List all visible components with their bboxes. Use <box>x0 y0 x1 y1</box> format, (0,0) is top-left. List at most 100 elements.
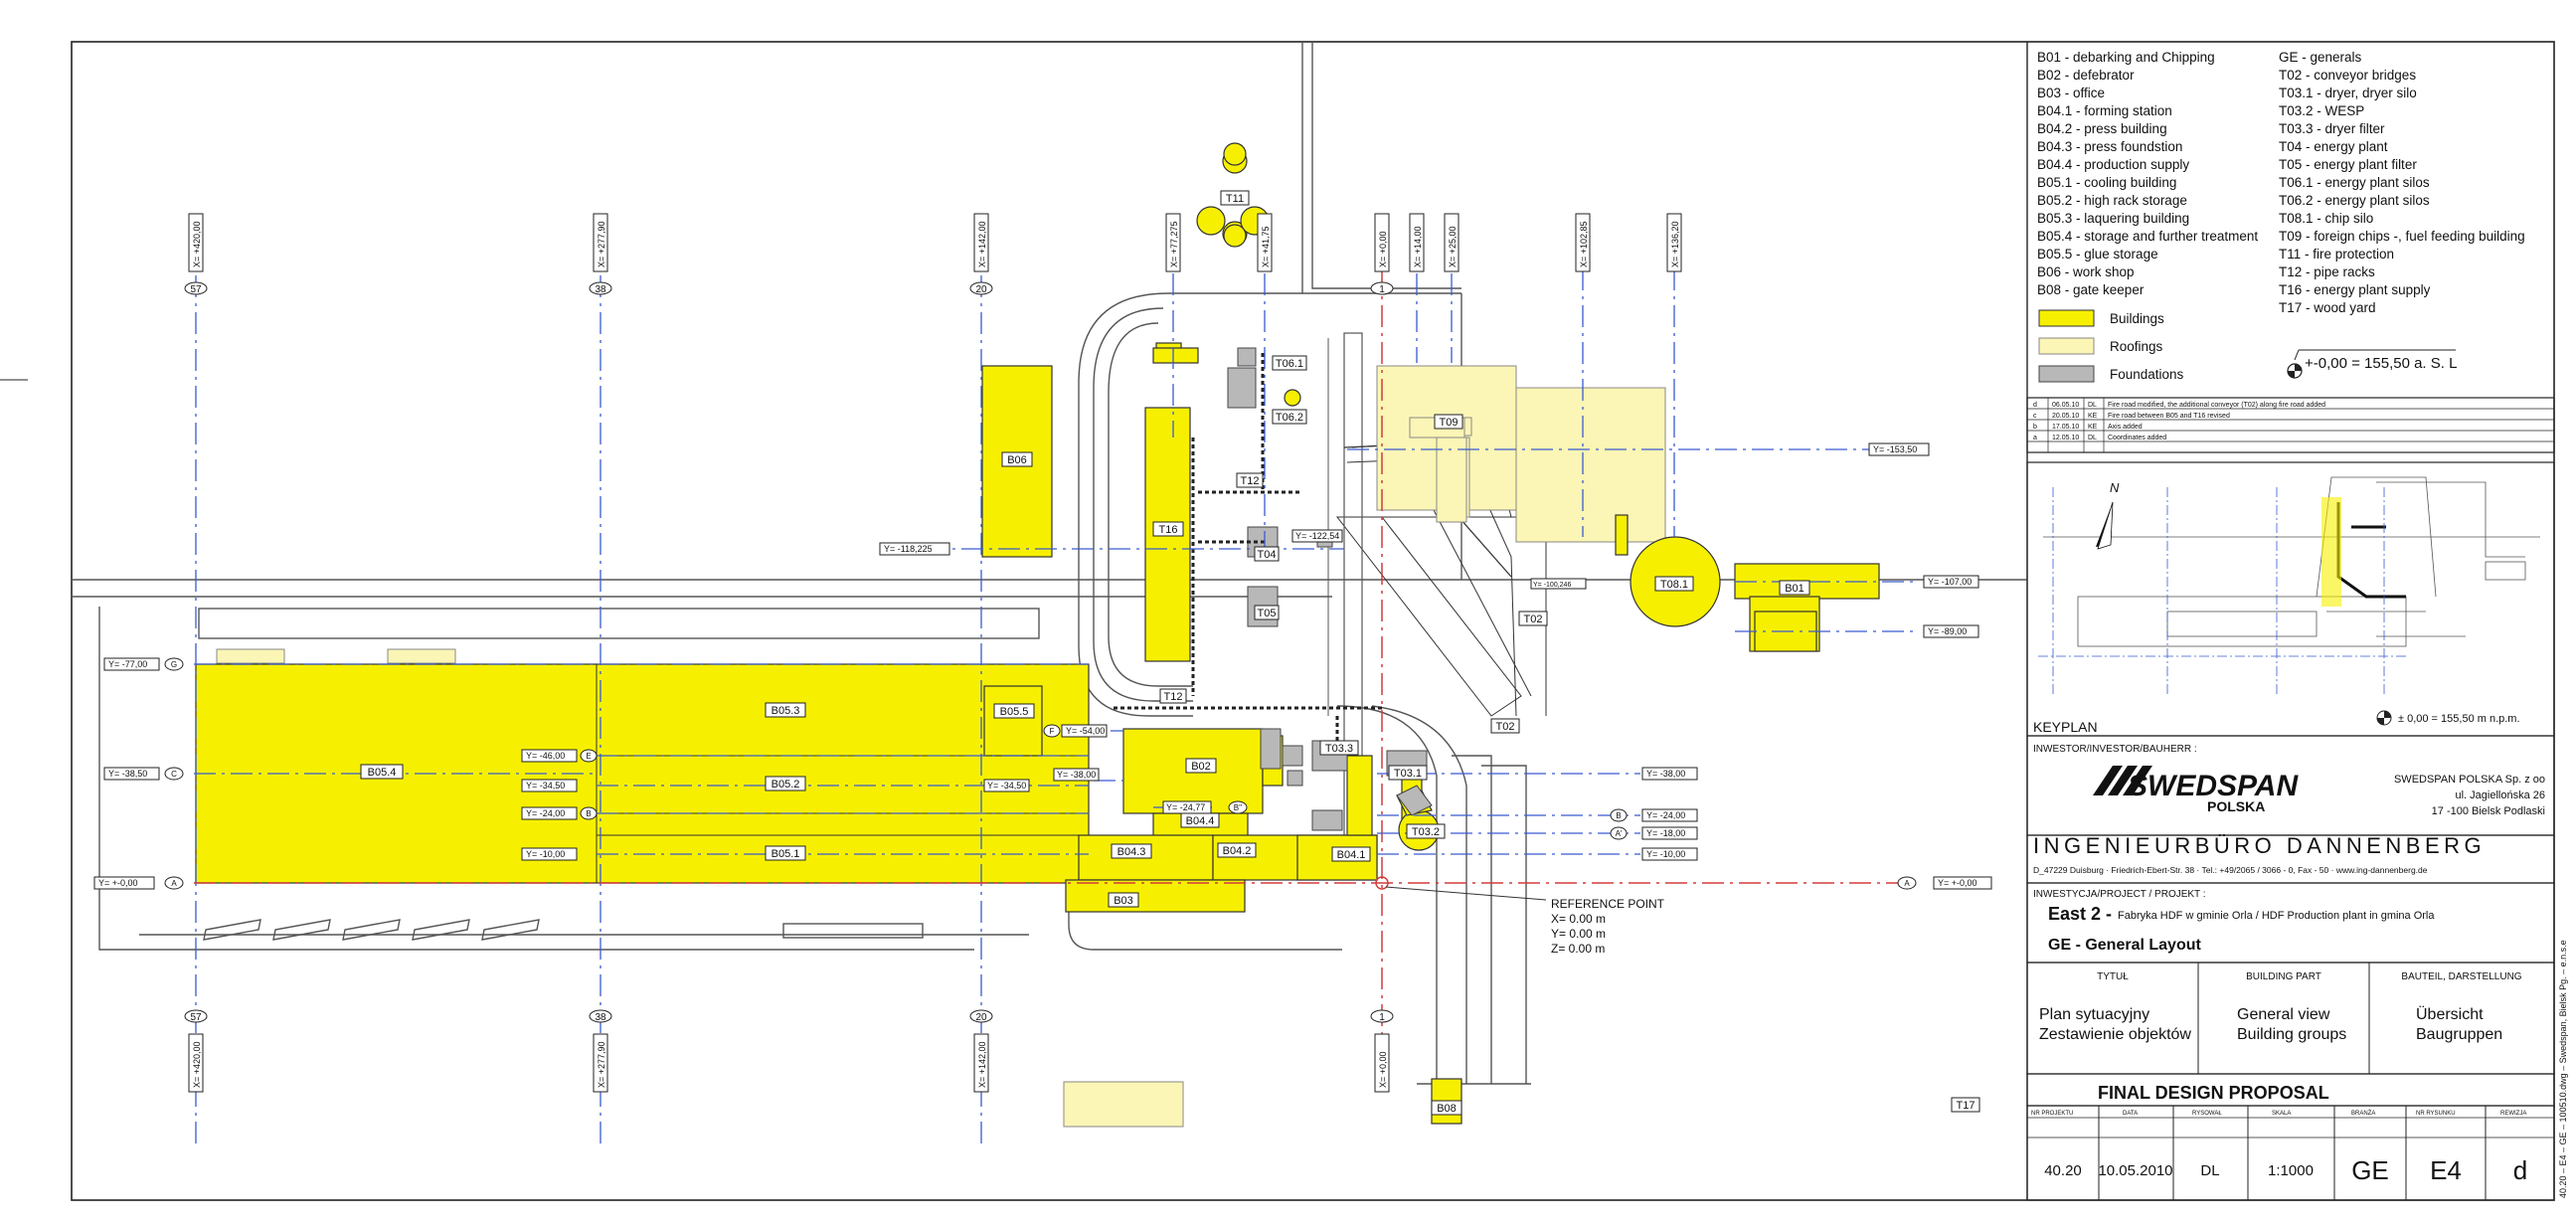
project-desc: Fabryka HDF w gminie Orla / HDF Producti… <box>2118 910 2435 922</box>
rev-text: Axis added <box>2108 424 2143 431</box>
reference-z: Z= 0.00 m <box>1551 942 1605 956</box>
tag-t02-bottom: T02 <box>1496 721 1515 733</box>
drawing-filename: 40.20 – E4 – GE – 100510.dwg – Swedspan,… <box>2558 940 2568 1198</box>
building-b05-4 <box>195 663 1090 884</box>
coord-top-x102: X= +102,85 <box>1579 221 1589 267</box>
legend-item: B06 - work shop <box>2037 264 2135 279</box>
coord-right-10: Y= -10,00 <box>1646 849 1685 859</box>
legend-item: B05.3 - laquering building <box>2037 211 2189 226</box>
coord-right-18: Y= -18,00 <box>1646 828 1685 838</box>
building-tags: B05.3 B05.4 B05.2 B05.1 B05.5 B06 T16 B0… <box>360 190 1980 1116</box>
field-revision: d <box>2513 1155 2527 1185</box>
legend-item: B05.4 - storage and further treatment <box>2037 229 2258 244</box>
field-header: BRANŻA <box>2351 1110 2375 1117</box>
rev-date: 06.05.10 <box>2052 402 2079 409</box>
coord-y89: Y= -89,00 <box>1928 626 1967 636</box>
tag-b06: B06 <box>1007 454 1027 466</box>
tag-b05-5: B05.5 <box>1000 706 1029 718</box>
legend-item: B02 - defebrator <box>2037 68 2135 83</box>
legend-item: B01 - debarking and Chipping <box>2037 50 2215 65</box>
swatch-foundations <box>2038 365 2095 383</box>
axis-bottom-1: 1 <box>1379 1012 1385 1023</box>
legend-item: B03 - office <box>2037 86 2105 100</box>
tag-t05: T05 <box>1258 608 1277 619</box>
axis-top-20: 20 <box>975 284 987 295</box>
tag-b03: B03 <box>1114 895 1133 907</box>
sheet-title: GE - General Layout <box>2048 937 2201 954</box>
field-header: SKALA <box>2272 1111 2291 1117</box>
reference-title: REFERENCE POINT <box>1551 897 1665 911</box>
axis-bubbles: 57 38 20 1 57 38 20 1 X= +420,00 X= +277… <box>93 213 1992 1093</box>
tag-b05-1: B05.1 <box>772 848 800 860</box>
rev-by: DL <box>2088 402 2097 409</box>
titles-block: TYTUŁ BUILDING PART BAUTEIL, DARSTELLUNG… <box>2026 962 2555 1075</box>
legend-item: T03.1 - dryer, dryer silo <box>2279 86 2417 100</box>
tag-t06-2: T06.2 <box>1276 412 1303 424</box>
coord-y38c: Y= -38,00 <box>1057 770 1096 780</box>
field-header: REWIZJA <box>2500 1111 2526 1117</box>
tag-t02-top: T02 <box>1524 614 1543 625</box>
legend-item: B04.4 - production supply <box>2037 157 2189 172</box>
legend-item: T03.3 - dryer filter <box>2279 121 2385 136</box>
axis-mid-b: B <box>586 809 591 818</box>
axis-left-c: C <box>171 770 177 779</box>
legend-item: T12 - pipe racks <box>2279 264 2375 279</box>
coord-top-x136: X= +136,20 <box>1670 221 1680 267</box>
title-de-1: Übersicht <box>2416 1005 2484 1023</box>
legend-item: T05 - energy plant filter <box>2279 157 2417 172</box>
investor-block: INWESTOR/INVESTOR/BAUHERR : SWEDSPAN POL… <box>2026 735 2555 964</box>
rev-date: 20.05.10 <box>2052 413 2079 420</box>
legend-item: B05.2 - high rack storage <box>2037 193 2187 208</box>
coord-y54: Y= -54,00 <box>1066 726 1105 736</box>
legend-item: T03.2 - WESP <box>2279 103 2364 118</box>
field-discipline: GE <box>2351 1155 2389 1185</box>
coord-top-x14: X= +14,00 <box>1413 226 1423 267</box>
north-arrow: N <box>2096 480 2120 550</box>
legend-item: T06.2 - energy plant silos <box>2279 193 2430 208</box>
axis-right-a-prime: A' <box>1616 829 1623 838</box>
rev-letter: a <box>2033 435 2037 441</box>
title-en-1: General view <box>2237 1006 2330 1023</box>
legend-item: B04.1 - forming station <box>2037 103 2172 118</box>
coord-left-g: Y= -77,00 <box>108 659 147 669</box>
axis-right-a: A <box>1904 879 1910 888</box>
axis-top-57: 57 <box>190 284 202 295</box>
investor-logo-sub: POLSKA <box>2207 798 2265 814</box>
tag-t16: T16 <box>1159 524 1178 536</box>
tag-b05-2: B05.2 <box>772 779 800 790</box>
titles-header-de: BAUTEIL, DARSTELLUNG <box>2401 971 2521 982</box>
coord-top-x77: X= +77,275 <box>1169 221 1179 267</box>
coord-bottom-57: X= +420,00 <box>192 1041 202 1088</box>
coord-y153: Y= -153,50 <box>1873 444 1917 454</box>
legend-item: T17 - wood yard <box>2279 300 2376 315</box>
coord-left-c: Y= -38,50 <box>108 769 147 779</box>
coord-left-a: Y= +-0,00 <box>98 878 138 888</box>
rev-letter: b <box>2033 424 2037 431</box>
legend-item: B04.3 - press foundstion <box>2037 139 2182 154</box>
investor-logo: SWEDSPAN <box>2128 770 2299 802</box>
rev-by: KE <box>2088 413 2098 420</box>
misc-equipment <box>1196 142 1467 523</box>
rev-text: Fire road between B05 and T16 revised <box>2108 413 2230 420</box>
investor-address: 17 -100 Bielsk Podlaski <box>2432 805 2545 817</box>
reference-x: X= 0.00 m <box>1551 912 1606 926</box>
tag-t08-1: T08.1 <box>1660 579 1688 591</box>
swatch-label-foundations: Foundations <box>2110 367 2184 382</box>
field-header: RYSOWAŁ <box>2192 1111 2222 1117</box>
axis-b-double: B'' <box>1234 803 1243 812</box>
axis-bottom-20: 20 <box>975 1012 987 1023</box>
level-icon <box>2287 349 2456 379</box>
tag-t09: T09 <box>1440 417 1459 429</box>
coord-y118: Y= -118,225 <box>884 544 933 554</box>
coord-y34c: Y= -34,50 <box>987 781 1026 790</box>
rev-text: Coordinates added <box>2108 435 2166 441</box>
roads <box>72 42 2027 1085</box>
axis-left-g: G <box>171 660 177 669</box>
tag-b04-4: B04.4 <box>1186 815 1215 827</box>
level-reference: +-0,00 = 155,50 a. S. L <box>2305 355 2457 372</box>
axis-bottom-57: 57 <box>190 1012 202 1023</box>
tag-t06-1: T06.1 <box>1276 358 1303 370</box>
swatch-buildings <box>2038 309 2095 327</box>
field-header: NR PROJEKTU <box>2031 1111 2073 1117</box>
axis-right-b: B <box>1616 811 1621 820</box>
